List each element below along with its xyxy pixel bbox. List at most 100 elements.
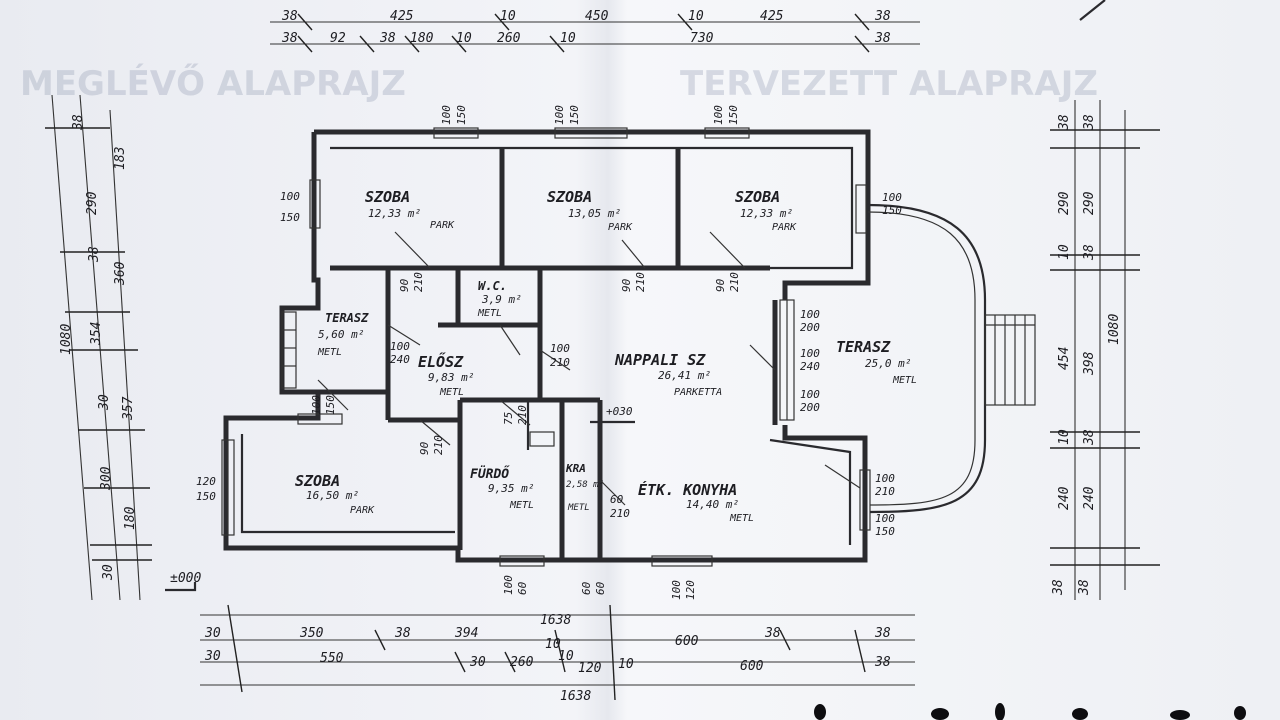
dim-left-j: 180 <box>123 506 138 530</box>
dim-bottom2-2: 550 <box>320 651 344 666</box>
dim-bottom2-1: 30 <box>204 649 221 664</box>
opening-label: 210 <box>412 272 425 292</box>
opening-label: 60 <box>516 581 529 595</box>
opening-label: 100 <box>310 395 323 415</box>
opening-label: 150 <box>727 105 740 125</box>
room-terasz-small-area: 5,60 m² <box>318 328 364 341</box>
dim-right-c: 290 <box>1057 191 1072 215</box>
dim-bottom-1: 30 <box>204 626 221 641</box>
dim-right-f: 38 <box>1082 244 1097 261</box>
room-eloszoba-floor: METL <box>439 387 464 398</box>
room-kamra-area: 2,58 m² <box>566 480 604 490</box>
opening-label: 100 <box>800 308 820 321</box>
opening-label: 100 <box>553 105 566 125</box>
room-terasz-small-name: TERASZ <box>325 311 369 325</box>
dim-right-a: 38 <box>1057 114 1072 131</box>
room-szoba-1-name: SZOBA <box>365 188 410 206</box>
dim-top2-8: 730 <box>690 31 714 46</box>
opening-label: 150 <box>455 105 468 125</box>
dim-left-b: 290 <box>85 191 100 215</box>
dim-top-3: 10 <box>500 9 516 24</box>
top-dimension-lines: 38 425 10 450 10 425 38 38 92 38 180 10 … <box>270 9 920 53</box>
dim-right-l: 240 <box>1082 486 1097 510</box>
dim-bottom2-7: 10 <box>618 657 634 672</box>
ground-level-mark: ±000 <box>170 571 201 586</box>
dim-bottom2-8: 600 <box>740 659 764 674</box>
dim-right-k: 240 <box>1057 486 1072 510</box>
room-szoba-4-floor: PARK <box>350 505 375 516</box>
room-konyha-area: 14,40 m² <box>686 498 739 511</box>
dim-left-e: 360 <box>113 261 128 286</box>
room-nappali-floor: PARKETTA <box>674 387 722 398</box>
room-terasz-large-name: TERASZ <box>836 338 891 356</box>
dim-top-7: 38 <box>874 9 891 24</box>
dim-bottom-4: 394 <box>454 626 478 641</box>
dim-bottom-total: 1638 <box>560 689 591 704</box>
opening-label: 200 <box>800 321 820 334</box>
room-wc-area: 3,9 m² <box>481 293 522 306</box>
room-szoba-4-name: SZOBA <box>295 472 340 490</box>
terrace-right <box>867 203 1036 514</box>
dim-bottom2-6: 120 <box>578 661 602 676</box>
opening-label: 100 <box>280 190 300 203</box>
dim-left-total: 1080 <box>59 324 74 355</box>
dim-top2-9: 38 <box>874 31 891 46</box>
dim-bottom-3: 38 <box>394 626 411 641</box>
opening-label: 210 <box>875 485 895 498</box>
opening-label: 210 <box>432 435 445 455</box>
opening-label: 90 <box>620 278 633 292</box>
dim-right-e: 10 <box>1057 244 1072 260</box>
opening-label: 60 <box>610 493 624 506</box>
dim-bottom2-4: 260 <box>510 655 534 670</box>
sink-symbol <box>529 431 555 447</box>
room-kamra-name: KRA <box>565 462 586 475</box>
dim-left-c: 183 <box>113 147 128 170</box>
dim-top-4: 450 <box>585 9 609 24</box>
room-furdo-area: 9,35 m² <box>488 482 534 495</box>
opening-label: 210 <box>728 272 741 292</box>
room-szoba-2-floor: PARK <box>608 222 633 233</box>
opening-label: 150 <box>196 490 216 503</box>
level-marks: ±000 +030 <box>165 405 635 592</box>
dim-bottom-2: 350 <box>299 626 324 641</box>
dim-left-i: 300 <box>99 466 114 491</box>
opening-label: 150 <box>280 211 300 224</box>
room-furdo-floor: METL <box>509 500 534 511</box>
opening-label: 150 <box>875 525 895 538</box>
terrace-left-steps <box>281 311 297 389</box>
dim-bottom-5: 10 <box>545 637 561 652</box>
opening-label: 100 <box>502 575 515 595</box>
dim-top2-6: 260 <box>497 31 521 46</box>
dim-left-a: 38 <box>71 114 86 131</box>
opening-label: 150 <box>882 204 902 217</box>
opening-label: 210 <box>516 405 529 425</box>
dim-bottom2-5: 10 <box>558 649 574 664</box>
ghost-header-left: MEGLÉVŐ ALAPRAJZ <box>20 63 406 104</box>
dim-top2-2: 92 <box>330 31 346 46</box>
opening-label: 120 <box>196 475 216 488</box>
dim-bottom2-3: 30 <box>469 655 486 670</box>
room-szoba-3-floor: PARK <box>772 222 797 233</box>
dim-top2-7: 10 <box>560 31 576 46</box>
room-szoba-3-name: SZOBA <box>735 188 780 206</box>
dim-right-h: 398 <box>1082 351 1097 376</box>
room-eloszoba-name: ELŐSZ <box>418 351 464 371</box>
opening-label: 100 <box>800 347 820 360</box>
dim-top-1: 38 <box>281 9 298 24</box>
dim-bottom2-9: 38 <box>874 655 891 670</box>
room-wc-floor: METL <box>477 308 502 319</box>
opening-label: 100 <box>712 105 725 125</box>
door-swings <box>317 231 861 506</box>
room-konyha-name: ÉTK. KONYHA <box>638 480 737 499</box>
dim-right-i: 10 <box>1057 429 1072 445</box>
ink-marks <box>814 703 1246 720</box>
opening-label: 100 <box>882 191 902 204</box>
opening-label: 150 <box>324 395 337 415</box>
room-labels: SZOBA 12,33 m² PARK SZOBA 13,05 m² PARK … <box>295 188 917 524</box>
opening-label: 210 <box>634 272 647 292</box>
opening-label: 60 <box>594 581 607 595</box>
opening-label: 100 <box>670 580 683 600</box>
room-terasz-small-floor: METL <box>317 347 342 358</box>
